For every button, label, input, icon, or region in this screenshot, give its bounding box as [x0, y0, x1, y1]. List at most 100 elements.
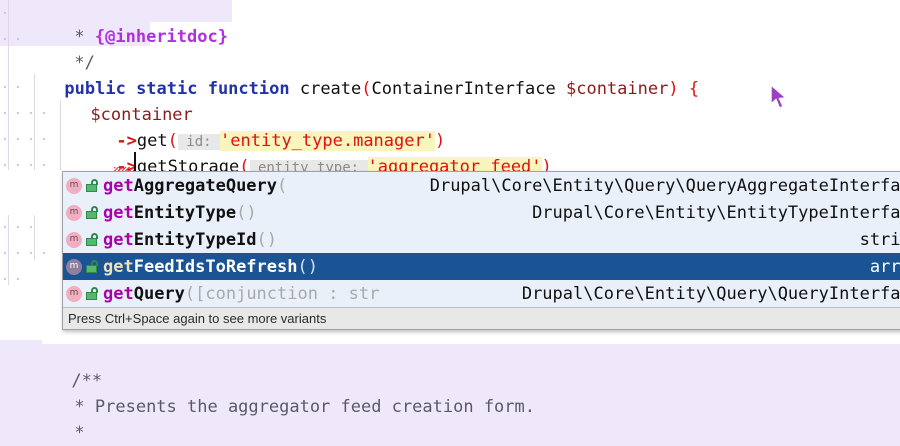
code-line: $container [29, 76, 192, 125]
autocomplete-item-params: ([conjunction : str [184, 283, 380, 304]
code-line: * [13, 394, 84, 443]
code-token-space [679, 79, 689, 99]
autocomplete-item-getaggregatequery[interactable]: m getAggregateQuery ( Drupal\Core\Entity… [63, 172, 900, 199]
code-token-comment: * Presents the aggregator feed creation … [74, 397, 535, 417]
autocomplete-item-name: getFeedIdsToRefresh [103, 256, 298, 277]
code-token-paren: ) [668, 79, 679, 99]
code-token-space [556, 79, 566, 99]
autocomplete-item-icons: m [63, 231, 103, 248]
autocomplete-item-params: () [236, 202, 257, 223]
autocomplete-item-return-type: array [869, 256, 900, 277]
editor-plain-background-2 [232, 0, 900, 22]
method-icon: m [66, 285, 82, 302]
autocomplete-item-name: getQuery [103, 283, 185, 304]
code-token-keyword: public static function [64, 79, 290, 99]
method-icon: m [66, 204, 82, 221]
code-token-comment-open: /** [71, 371, 103, 391]
whitespace-dot [17, 38, 19, 40]
autocomplete-item-params: ( [277, 175, 288, 196]
autocomplete-item-params: () [256, 229, 278, 250]
whitespace-dot [4, 38, 6, 40]
editor-plain-background-4 [42, 340, 900, 344]
autocomplete-popup[interactable]: m getAggregateQuery ( Drupal\Core\Entity… [62, 171, 900, 330]
indent-guide [8, 0, 9, 170]
code-token-type: ContainerInterface [371, 79, 556, 99]
code-line: /** [10, 342, 102, 391]
whitespace-dot [4, 164, 6, 166]
whitespace-dot [4, 252, 6, 254]
autocomplete-item-name: getAggregateQuery [103, 175, 278, 196]
autocomplete-item-icons: m [63, 258, 103, 275]
code-line: * A form array as expected by drupal_ren… [13, 440, 555, 446]
code-line: ->getStorage( entity_type: 'aggregator_f… [55, 128, 552, 177]
whitespace-dot [17, 86, 19, 88]
public-lock-icon [85, 233, 98, 246]
whitespace-dot [17, 252, 19, 254]
error-squiggle [114, 167, 134, 171]
whitespace-dot [43, 252, 45, 254]
autocomplete-item-getfeedidstorefresh-selected[interactable]: m getFeedIdsToRefresh () array [63, 253, 900, 280]
code-token-method-get: get [136, 131, 168, 151]
method-icon: m [66, 177, 82, 194]
method-icon: m [66, 258, 82, 275]
autocomplete-footer-hint: Press Ctrl+Space again to see more varia… [63, 307, 900, 329]
whitespace-dot [4, 112, 6, 114]
whitespace-dot [30, 164, 32, 166]
autocomplete-item-getentitytypeid[interactable]: m getEntityTypeId () string [63, 226, 900, 253]
whitespace-dot [30, 252, 32, 254]
whitespace-dot [30, 226, 32, 228]
public-lock-icon [85, 179, 98, 192]
whitespace-dot [4, 278, 6, 280]
autocomplete-item-name: getEntityTypeId [103, 229, 257, 250]
code-token-inheritdoc-tag: {@inheritdoc} [94, 27, 228, 47]
public-lock-icon [85, 206, 98, 219]
code-line: */ [13, 24, 94, 73]
indent-guide [34, 74, 35, 170]
autocomplete-item-icons: m [63, 177, 103, 194]
code-line: ->get( id: 'entity_type.manager') [55, 102, 445, 151]
code-token-space [290, 79, 300, 99]
whitespace-dot [4, 86, 6, 88]
code-token-comment: * [74, 423, 85, 443]
code-token-variable: $container [566, 79, 669, 99]
editor-plain-background [150, 22, 900, 46]
whitespace-dot [4, 226, 6, 228]
public-lock-icon [85, 287, 98, 300]
public-lock-icon [85, 260, 98, 273]
code-token-paren: ( [167, 131, 178, 151]
whitespace-dot [4, 138, 6, 140]
whitespace-dot [17, 278, 19, 280]
code-token: */ [74, 53, 95, 73]
code-token-arrow: -> [116, 131, 137, 151]
autocomplete-item-return-type: Drupal\Core\Entity\Query\QueryAggregateI… [429, 175, 900, 196]
code-line: public static function create(ContainerI… [3, 50, 699, 99]
autocomplete-item-params: () [297, 256, 318, 277]
whitespace-dot [30, 112, 32, 114]
parameter-hint-id: id: [177, 134, 221, 150]
autocomplete-list[interactable]: m getAggregateQuery ( Drupal\Core\Entity… [63, 172, 900, 307]
code-token-string: 'entity_type.manager' [220, 131, 435, 151]
autocomplete-item-getquery[interactable]: m getQuery ([conjunction : str Drupal\Co… [63, 280, 900, 307]
whitespace-dot [17, 138, 19, 140]
whitespace-dot [17, 226, 19, 228]
method-icon: m [66, 231, 82, 248]
whitespace-dot [17, 112, 19, 114]
whitespace-dot [43, 138, 45, 140]
code-token-paren: ( [239, 157, 250, 177]
code-token-paren: ( [361, 79, 372, 99]
code-token-paren: ) [434, 131, 446, 151]
code-token-function-name: create [299, 79, 362, 99]
indent-guide [8, 215, 9, 285]
whitespace-dot [43, 112, 45, 114]
code-line: * Presents the aggregator feed creation … [13, 368, 535, 417]
doc-comment-highlight-top2 [0, 22, 150, 46]
autocomplete-item-getentitytype[interactable]: m getEntityType () Drupal\Core\Entity\En… [63, 199, 900, 226]
doc-comment-highlight-top [0, 0, 232, 22]
whitespace-dot [30, 138, 32, 140]
whitespace-dot [4, 12, 6, 14]
whitespace-dot [43, 164, 45, 166]
text-caret [134, 152, 136, 172]
code-token: * [74, 27, 95, 47]
